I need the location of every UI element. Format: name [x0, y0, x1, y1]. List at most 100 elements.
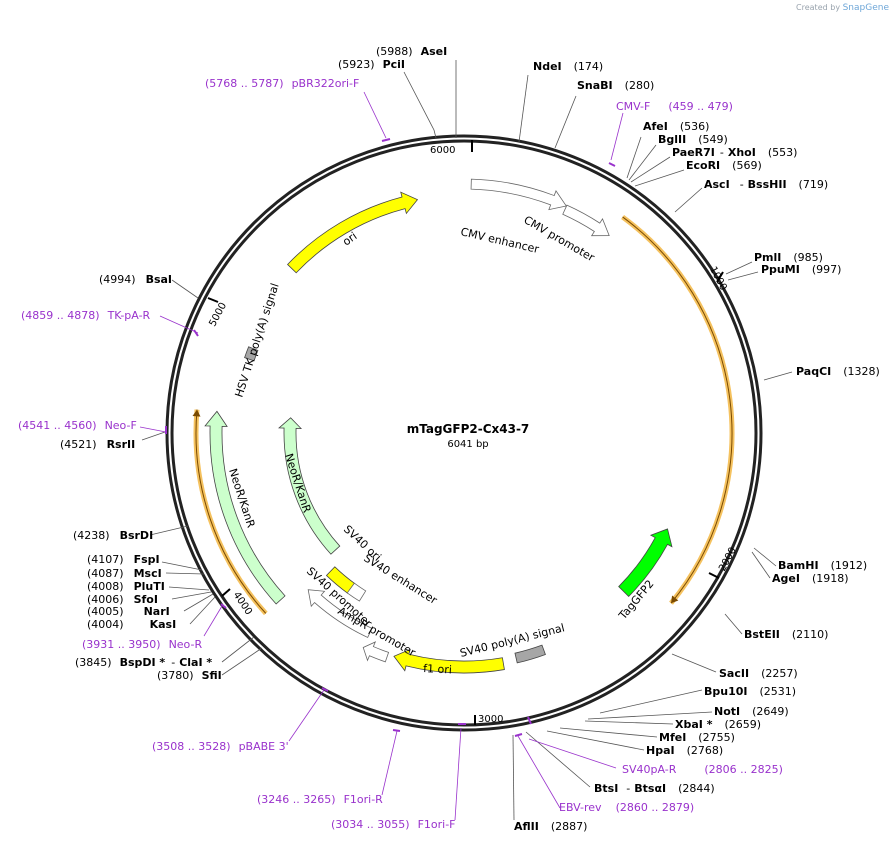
leader-afei — [626, 136, 642, 179]
enzyme-pmli: PmlI(985) — [754, 251, 823, 264]
primer-markers — [165, 138, 616, 737]
enzyme-pcii: (5923)PciI — [338, 58, 405, 71]
feature-cmv-promoter — [562, 204, 610, 237]
leader-sv40pa-r — [528, 738, 617, 769]
leader-bglii — [628, 144, 657, 181]
primer-neo-f: (4541 .. 4560)Neo-F — [18, 419, 137, 432]
leader-bsteii — [724, 613, 743, 635]
enzyme-bamhi: BamHI(1912) — [778, 559, 867, 572]
feature-layer — [204, 178, 673, 674]
enzyme-asci-bsshii: AscI-BssHII(719) — [704, 178, 828, 191]
leader-hpai — [546, 730, 645, 751]
enzyme-paqci: PaqCI(1328) — [796, 365, 880, 378]
orf-arc-core-2 — [195, 409, 267, 614]
snapgene-credit: Created by SnapGene — [796, 3, 889, 13]
leader-asci — [674, 187, 703, 213]
primer-cmv-f: CMV-F(459 .. 479) — [616, 100, 733, 113]
enzyme-kasi: (4004)KasI — [87, 618, 176, 631]
leader-xbai — [584, 720, 674, 725]
primer-pbr322ori-f: (5768 .. 5787)pBR322ori-F — [205, 77, 359, 90]
feature-neor-kanr-inner — [278, 417, 341, 555]
tick-mark-2000 — [708, 572, 720, 579]
feature-f1-ori — [393, 648, 505, 674]
leader-aflii — [512, 734, 515, 821]
primer-f1ori-r: (3246 .. 3265)F1ori-R — [257, 793, 383, 806]
leader-paer7i — [630, 156, 671, 183]
enzyme-paer7i-xhoi: PaeR7I-XhoI(553) — [672, 146, 797, 159]
snapgene-logo-text: SnapGene — [842, 3, 889, 13]
tick-label-6000: 6000 — [430, 145, 455, 156]
enzyme-asei: (5988)AseI — [376, 45, 447, 58]
enzyme-bspdi-clai: (3845)BspDI *-ClaI * — [75, 656, 212, 669]
leader-neo-f — [139, 426, 167, 433]
feature-sv40-promoter — [307, 589, 373, 638]
leader-pbr322ori-f — [363, 91, 387, 139]
feature-taggfp2 — [618, 528, 673, 598]
leader-ndei — [518, 74, 529, 143]
primer-f1ori-f: (3034 .. 3055)F1ori-F — [331, 818, 456, 831]
leader-mfei — [559, 727, 658, 738]
tick-mark-1000 — [716, 271, 724, 283]
leader-f1ori-r — [381, 730, 398, 796]
enzyme-hpai: HpaI(2768) — [646, 744, 723, 757]
leader-sfoi — [171, 591, 212, 600]
marker-cmv-f — [608, 162, 616, 167]
credit-prefix: Created by — [796, 3, 841, 12]
enzyme-bsai: (4994)BsaI — [99, 273, 172, 286]
enzyme-bsrdi: (4238)BsrDI — [73, 529, 153, 542]
leader-tk-pa-r — [159, 315, 199, 334]
feature-ori — [286, 191, 419, 274]
tick-mark-5000 — [207, 297, 219, 303]
enzyme-agei: AgeI(1918) — [772, 572, 849, 585]
leader-snabi — [554, 95, 577, 149]
enzyme-snabi: SnaBI(280) — [577, 79, 654, 92]
enzyme-mfei: MfeI(2755) — [659, 731, 735, 744]
sv40-polya-label: SV40 poly(A) signal — [459, 621, 566, 660]
enzyme-btsi-btsai: BtsI-BtsαI(2844) — [594, 782, 715, 795]
leader-f1ori-f — [454, 727, 462, 821]
enzyme-ecori: EcoRI(569) — [686, 159, 762, 172]
enzyme-sfoi: (4006)SfoI — [87, 593, 158, 606]
leader-clai — [221, 636, 255, 663]
tick-label-5000: 5000 — [207, 301, 229, 329]
marker-pbr322ori-f — [381, 138, 391, 142]
enzyme-sacii: SacII(2257) — [719, 667, 798, 680]
enzyme-bsteii: BstEII(2110) — [744, 628, 828, 641]
enzyme-afei: AfeI(536) — [643, 120, 709, 133]
feature-hsv-tk-poly-a-signal — [244, 346, 259, 362]
leader-nari — [183, 593, 214, 612]
leader-btsi — [525, 731, 591, 788]
primer-sv40pa-r: SV40pA-R(2806 .. 2825) — [622, 763, 783, 776]
primer-ebv-rev: EBV-rev(2860 .. 2879) — [559, 801, 694, 814]
tick-mark-4000 — [221, 588, 231, 597]
sv40-enhancer-label: SV40 enhancer — [361, 552, 439, 608]
leader-pcii — [403, 71, 437, 139]
leader-bsai — [171, 279, 199, 299]
primer-pbabe3: (3508 .. 3528)pBABE 3' — [152, 740, 289, 753]
enzyme-rsrii: (4521)RsrII — [60, 438, 135, 451]
leader-bamhi — [753, 547, 777, 567]
marker-f1ori-r — [392, 729, 401, 732]
leader-paqci — [763, 371, 793, 381]
feature-sv40-ori — [325, 566, 356, 594]
primer-labels: (5768 .. 5787)pBR322ori-F CMV-F(459 .. 4… — [18, 77, 783, 831]
marker-tk-pa-r — [193, 329, 199, 337]
neor-inner-label: NeoR/KanR — [282, 452, 313, 515]
enzyme-noti: NotI(2649) — [714, 705, 789, 718]
leader-cmv-f — [610, 112, 624, 161]
plasmid-size: 6041 bp — [447, 439, 488, 450]
leader-pluti — [168, 586, 210, 591]
leader-pmli — [725, 261, 753, 275]
orf-arc-core-1 — [622, 216, 733, 604]
enzyme-msci: (4087)MscI — [87, 567, 162, 580]
leader-neo-r — [203, 605, 223, 637]
enzyme-labels: (5988)AseI (5923)PciI NdeI(174) SnaBI(28… — [60, 45, 880, 833]
leader-kasi — [189, 596, 216, 625]
plasmid-name: mTagGFP2-Cx43-7 — [407, 422, 530, 436]
enzyme-nari: (4005)NarI — [87, 605, 170, 618]
marker-neo-r — [220, 603, 227, 609]
primer-tk-pa-r: (4859 .. 4878)TK-pA-R — [21, 309, 151, 322]
enzyme-bpu10i: Bpu10I(2531) — [704, 685, 796, 698]
leader-agei — [751, 551, 771, 579]
